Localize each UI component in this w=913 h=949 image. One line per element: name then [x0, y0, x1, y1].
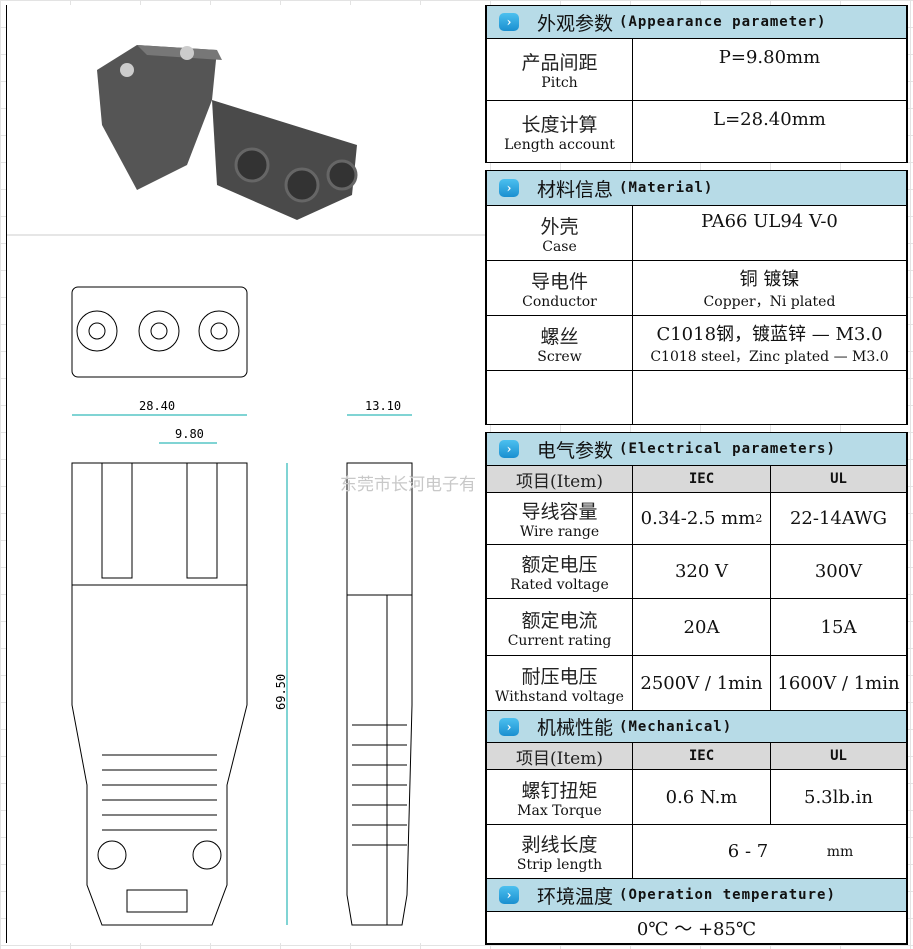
label-cn: 额定电流 [521, 609, 598, 632]
value-en: Copper，Ni plated [703, 294, 836, 310]
dimension-lines [72, 414, 412, 925]
value-ul: 300V [814, 561, 863, 582]
label-cn: 导线容量 [521, 501, 598, 523]
value-iec: 0.34-2.5 mm [640, 508, 756, 529]
section-title-en: (Operation temperature) [619, 887, 836, 903]
label-cn: 螺钉扭矩 [521, 779, 598, 802]
value: L=28.40mm [713, 109, 826, 130]
label-cn: 耐压电压 [521, 665, 598, 688]
drawing-panel: 28.40 9.80 13.10 69.50 [6, 5, 486, 943]
label-en: Pitch [541, 75, 578, 91]
label-cn: 产品间距 [521, 52, 598, 74]
value-ul: 5.3lb.in [804, 786, 873, 808]
label-en: Wire range [519, 524, 600, 540]
section-appearance-header: › 外观参数 (Appearance parameter) [485, 5, 908, 38]
section-electrical-header: › 电气参数 (Electrical parameters) [485, 432, 908, 465]
label-en: Current rating [507, 632, 612, 649]
chevron-right-icon: › [499, 886, 519, 904]
value-iec: 320 V [674, 561, 729, 582]
label-en: Screw [537, 348, 582, 365]
empty-label-cell [487, 371, 633, 424]
mechanical-column-header: 项目(Item)IEC UL [485, 742, 908, 769]
section-title-en: (Appearance parameter) [619, 14, 827, 30]
superscript: 2 [755, 512, 763, 525]
section-title-en: (Mechanical) [619, 718, 733, 735]
connector-drawings: 28.40 9.80 13.10 69.50 [7, 45, 486, 926]
col-iec: IEC [633, 743, 771, 769]
value-iec: 0.6 N.m [633, 770, 771, 824]
dim-thickness: 13.10 [365, 399, 401, 413]
chevron-right-icon: › [499, 179, 519, 197]
front-view [71, 286, 248, 378]
label-cn: 剥线长度 [521, 834, 598, 856]
label-cn: 导电件 [530, 270, 588, 293]
section-temperature-header: › 环境温度 (Operation temperature) [485, 878, 908, 911]
product-photo [7, 45, 486, 236]
value: PA66 UL94 V-0 [701, 211, 838, 232]
label-cn: 长度计算 [521, 114, 598, 136]
section-title: 环境温度 [537, 885, 614, 908]
section-title: 机械性能 [537, 717, 614, 739]
unit: mm [826, 843, 854, 860]
row-empty [485, 370, 908, 425]
label-cn: 额定电压 [521, 554, 598, 576]
col-ul: UL [830, 748, 847, 764]
section-material-header: › 材料信息 (Material) [485, 170, 908, 205]
section-title-en: (Material) [619, 180, 714, 196]
section-mechanical-header: › 机械性能 (Mechanical) [485, 710, 908, 742]
top-view [71, 462, 248, 926]
section-title: 材料信息 [537, 178, 614, 201]
chevron-right-icon: › [499, 13, 519, 31]
label-en: Max Torque [517, 802, 602, 819]
col-item: 项目(Item) [487, 743, 633, 769]
electrical-column-header: 项目(Item)IEC UL [485, 465, 908, 492]
label-en: Case [542, 238, 577, 255]
value-ul: 22-14AWG [789, 508, 888, 529]
label-en: Length account [504, 137, 615, 153]
col-ul: UL [830, 471, 847, 487]
value: 6 - 7 [727, 841, 769, 862]
dim-width: 28.40 [139, 399, 175, 413]
label-cn: 外壳 [540, 215, 579, 238]
chevron-right-icon: › [499, 440, 519, 458]
row-temperature: 0℃ ～ +85℃ [485, 911, 908, 945]
value-en: C1018 steel，Zinc plated — M3.0 [650, 349, 889, 365]
chevron-right-icon: › [499, 717, 519, 736]
label-cn: 螺丝 [540, 325, 579, 348]
col-item: 项目(Item) [487, 466, 633, 492]
label-en: Rated voltage [510, 577, 609, 593]
dim-length: 69.50 [274, 674, 288, 710]
section-title: 电气参数 [537, 439, 614, 462]
section-title-en: (Electrical parameters) [619, 441, 836, 457]
side-view [346, 462, 413, 926]
value-cn: 铜 镀镍 [739, 269, 800, 290]
label-en: Conductor [522, 293, 597, 310]
value: P=9.80mm [718, 47, 821, 68]
value-cn: C1018钢，镀蓝锌 — M3.0 [656, 324, 883, 345]
value-ul: 1600V / 1min [777, 672, 900, 694]
value-iec: 2500V / 1min [640, 672, 763, 694]
col-iec: IEC [633, 466, 771, 492]
label-en: Strip length [516, 857, 603, 873]
section-title: 外观参数 [537, 12, 614, 35]
value-ul: 15A [820, 616, 857, 638]
dim-pitch: 9.80 [175, 427, 204, 441]
label-en: Withstand voltage [495, 688, 624, 705]
value: 0℃ ～ +85℃ [636, 918, 757, 940]
value-iec: 20A [683, 616, 720, 638]
watermark: 东莞市长河电子有 [340, 475, 476, 495]
